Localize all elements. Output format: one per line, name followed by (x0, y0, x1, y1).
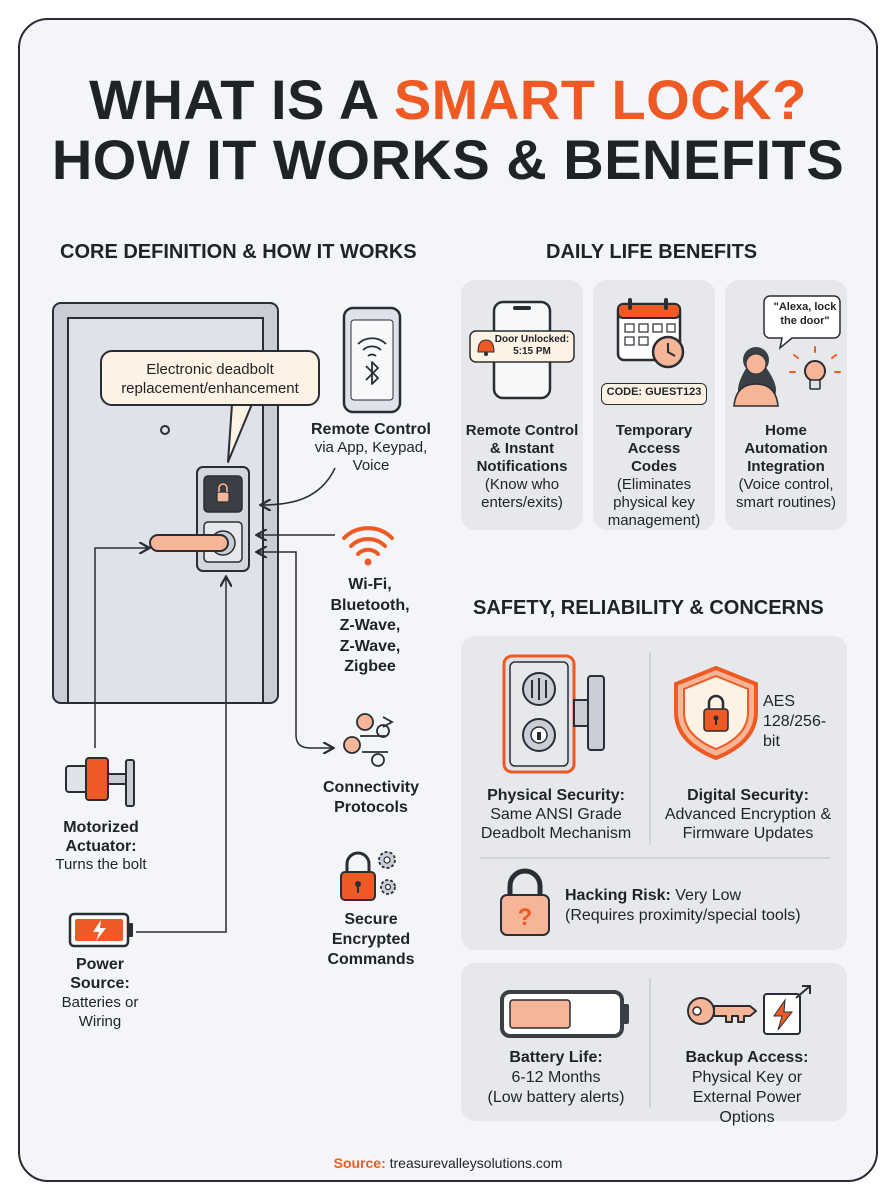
shield-lock-icon (674, 665, 758, 761)
source-value: treasurevalleysolutions.com (389, 1155, 563, 1171)
power-label: Power Source: Batteries or Wiring (44, 955, 156, 1031)
benefit-codes-text: Temporary Access Codes (Eliminates physi… (595, 422, 713, 530)
battery-life-desc: (Low battery alerts) (487, 1089, 625, 1106)
aes-label: AES 128/256-bit (763, 693, 827, 750)
backup-access: Backup Access: Physical Key or External … (656, 1048, 838, 1128)
battery-life-value: 6-12 Months (511, 1069, 601, 1086)
page-title-line2: HOW IT WORKS & BENEFITS (51, 128, 845, 191)
person-icon (733, 347, 779, 407)
digital-security-title: Digital Security: (687, 787, 809, 804)
benefit-title: Temporary Access Codes (615, 422, 693, 475)
hacking-risk-title: Hacking Risk: (565, 887, 671, 904)
benefit-title: Home Automation Integration (744, 422, 828, 475)
battery-life: Battery Life: 6-12 Months (Low battery a… (470, 1048, 642, 1108)
connectivity-label: Connectivity Protocols (322, 779, 419, 816)
actuator-desc: Turns the bolt (55, 856, 147, 873)
protocols-list: Wi-Fi, Bluetooth, Z-Wave, Z-Wave, Zigbee (318, 575, 422, 678)
connectivity-icon (343, 713, 394, 767)
benefit-desc: (Know who enters/exits) (481, 476, 563, 511)
physical-security-desc: Same ANSI Grade Deadbolt Mechanism (480, 806, 632, 842)
source-label: Source: (333, 1155, 386, 1171)
reliability-card (461, 963, 847, 1121)
digital-security: Digital Security: Advanced Encryption & … (660, 786, 836, 843)
battery-life-title: Battery Life: (509, 1049, 603, 1066)
remote-control-title: Remote Control (311, 421, 431, 438)
notification-banner (469, 330, 575, 363)
remote-control-label: Remote Control via App, Keypad, Voice (306, 421, 436, 475)
protocol-item: Z-Wave, (339, 617, 401, 634)
title-highlight: SMART LOCK? (393, 68, 807, 131)
lock-gear-icon (340, 851, 396, 901)
actuator-title: Motorized Actuator: (63, 819, 139, 855)
bluetooth-icon (365, 361, 379, 385)
battery-icon (500, 990, 629, 1038)
benefit-automation-text: Home Automation Integration (Voice contr… (727, 422, 845, 512)
protocol-item: Wi-Fi, (348, 576, 392, 593)
title-prefix: WHAT IS A (89, 68, 394, 131)
core-heading: CORE DEFINITION & HOW IT WORKS (60, 241, 417, 263)
key-icon (687, 997, 757, 1025)
padlock-question-icon: ? (500, 868, 550, 936)
protocol-item: Bluetooth, (330, 596, 410, 614)
secure-commands-label: Secure Encrypted Commands (327, 911, 415, 968)
svg-text:?: ? (518, 904, 533, 931)
digital-security-desc: Advanced Encryption & Firmware Updates (664, 806, 832, 842)
lightbulb-icon (789, 346, 841, 390)
smartphone-icon (342, 306, 402, 414)
safety-heading: SAFETY, RELIABILITY & CONCERNS (473, 597, 824, 619)
voice-bubble (763, 295, 841, 350)
hacking-risk-value: Very Low (675, 887, 742, 904)
hacking-risk-desc: (Requires proximity/special tools) (565, 907, 801, 924)
physical-security: Physical Security: Same ANSI Grade Deadb… (470, 786, 642, 843)
wifi-icon (342, 526, 394, 566)
actuator-label: Motorized Actuator: Turns the bolt (40, 818, 162, 874)
access-code-tag: CODE: GUEST123 (601, 383, 707, 405)
deadbolt-icon (502, 654, 605, 774)
peephole (160, 425, 170, 435)
benefit-remote-text: Remote Control & Instant Notifications (… (463, 422, 581, 512)
actuator-icon (65, 757, 135, 807)
benefit-desc: (Voice control, smart routines) (735, 476, 837, 511)
bell-icon (477, 339, 495, 356)
protocol-item: Z-Wave, (339, 637, 401, 655)
power-title: Power Source: (70, 956, 130, 992)
protocol-item: Zigbee (344, 658, 396, 675)
backup-access-title: Backup Access: (685, 1049, 809, 1066)
daily-heading: DAILY LIFE BENEFITS (546, 241, 758, 263)
physical-security-title: Physical Security: (487, 787, 625, 804)
power-icon (763, 985, 811, 1035)
notification-text: Door Unlocked: 5:15 PM (494, 334, 570, 357)
backup-access-desc: Physical Key or External Power Options (691, 1069, 803, 1126)
definition-callout: Electronic deadbolt replacement/enhancem… (100, 350, 320, 406)
benefit-title: Remote Control & Instant Notifications (465, 422, 579, 475)
benefit-desc: (Eliminates physical key management) (607, 476, 701, 529)
hacking-risk: Hacking Risk: Very Low (Requires proximi… (565, 886, 835, 926)
page-title-line1: WHAT IS A SMART LOCK? (0, 68, 896, 132)
voice-command-text: "Alexa, lock the door" (773, 301, 837, 327)
battery-icon (68, 912, 133, 948)
source-line: Source: treasurevalleysolutions.com (0, 1155, 896, 1171)
access-code-text: CODE: GUEST123 (606, 386, 702, 398)
power-desc: Batteries or Wiring (61, 994, 139, 1030)
remote-control-desc: via App, Keypad, Voice (314, 439, 428, 474)
clock-icon (651, 335, 685, 369)
